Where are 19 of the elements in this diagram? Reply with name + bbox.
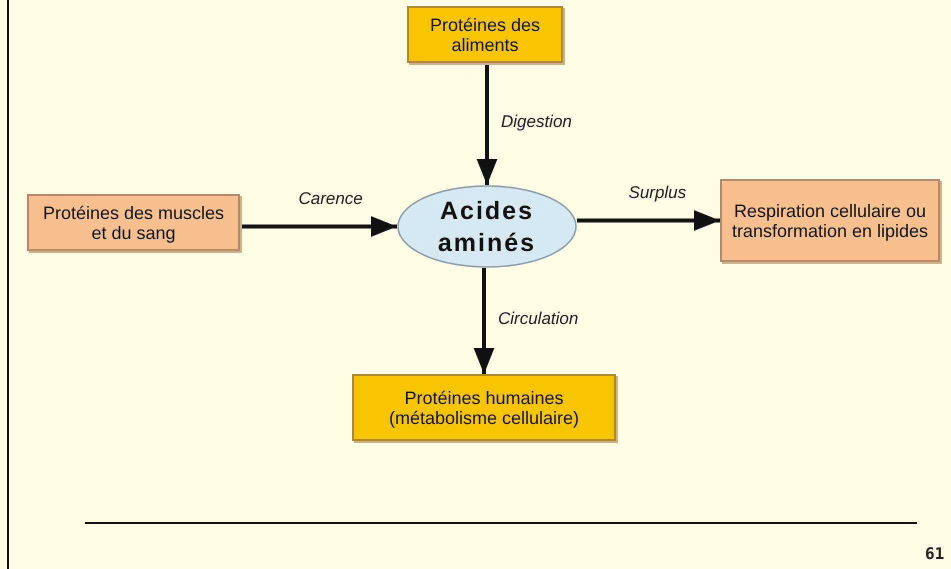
concept-ellipse: [397, 185, 577, 268]
process-box: [27, 194, 240, 251]
edge-label: Digestion: [501, 112, 572, 132]
node-text: Respiration cellulaire ou transformation en lipides: [730, 200, 930, 240]
arrow: [474, 268, 494, 374]
node-text: Protéines humaines (métabolisme cellulaire): [388, 388, 580, 428]
edge-label: Circulation: [498, 309, 578, 329]
edge-label: Surplus: [628, 182, 686, 202]
process-box: [352, 374, 616, 441]
edge-label: Carence: [298, 188, 363, 208]
arrow: [240, 216, 397, 237]
process-box: [407, 6, 563, 63]
node-text: Protéines des muscles et du sang: [42, 202, 226, 242]
node-text: Acides aminés: [436, 196, 538, 258]
node-text: Protéines des aliments: [428, 14, 542, 54]
page-number: 61: [925, 544, 944, 563]
arrow: [476, 63, 498, 185]
arrow: [577, 210, 720, 231]
process-box: [720, 179, 940, 262]
